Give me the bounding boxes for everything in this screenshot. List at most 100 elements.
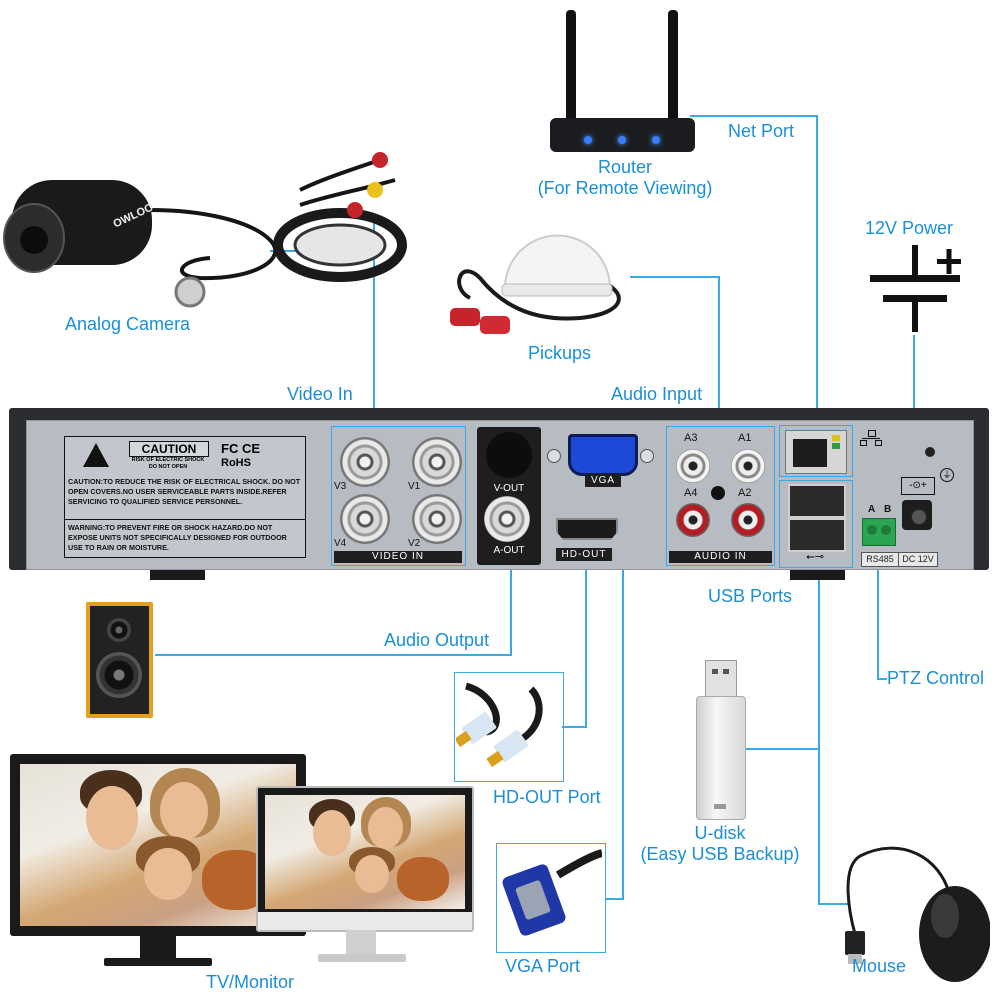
network-icon-bar xyxy=(862,438,880,439)
router xyxy=(550,10,695,152)
u-disk-connector xyxy=(705,660,737,698)
hdmi-tip-1 xyxy=(456,730,472,748)
u-disk-body xyxy=(696,696,746,820)
vga-tag: VGA xyxy=(585,474,621,487)
label-v2: V2 xyxy=(408,538,421,549)
label-usb-ports: USB Ports xyxy=(708,586,793,606)
analog-camera xyxy=(3,152,407,308)
rs485-terminal xyxy=(862,518,896,546)
label-v3: V3 xyxy=(334,481,347,492)
u-disk-hole-1 xyxy=(712,669,718,674)
line-audio-out-v xyxy=(510,520,512,655)
label-rs485-b: B xyxy=(884,504,892,515)
router-antenna-left xyxy=(566,10,576,122)
label-a-out: A-OUT xyxy=(493,545,525,556)
audio-in-tag: AUDIO IN xyxy=(669,551,772,563)
label-net-port: Net Port xyxy=(728,121,795,141)
label-tv-monitor: TV/Monitor xyxy=(206,972,295,992)
label-u-disk: U-disk (Easy USB Backup) xyxy=(620,823,820,865)
network-icon-left xyxy=(860,440,867,446)
rs485-screw-a xyxy=(867,525,877,535)
pickups-plug-red-2 xyxy=(480,316,510,334)
dc-jack xyxy=(902,500,932,530)
mon-dog xyxy=(397,857,449,901)
video-in-highlight xyxy=(331,426,466,566)
line-video-in xyxy=(373,215,375,426)
plus-icon-v xyxy=(946,249,952,274)
dc-polarity-icon: -⊙+ xyxy=(901,477,935,495)
warning-text: WARNING:TO PREVENT FIRE OR SHOCK HAZARD.… xyxy=(68,523,287,552)
line-mouse-h xyxy=(818,903,848,905)
network-icon xyxy=(860,430,882,446)
power-symbol xyxy=(870,245,961,332)
rca-yellow-plug xyxy=(367,182,383,198)
rs485-screw-b xyxy=(881,525,891,535)
bnc-port-v3 xyxy=(340,437,390,487)
label-router: Router (For Remote Viewing) xyxy=(520,157,730,199)
router-led-1 xyxy=(584,136,592,144)
power-lead-top xyxy=(912,245,918,275)
ethernet-socket xyxy=(793,439,827,467)
video-in-tag: VIDEO IN xyxy=(334,551,462,563)
rca-red-plug xyxy=(372,152,388,168)
label-power: 12V Power xyxy=(865,218,954,238)
label-vga-port: VGA Port xyxy=(505,956,581,976)
network-icon-right xyxy=(875,440,882,446)
hd-out-port xyxy=(556,518,618,540)
monitor-small xyxy=(256,786,474,932)
hdmi-cable xyxy=(456,682,543,768)
label-rs485-a: A xyxy=(868,504,876,515)
pickups-cable xyxy=(457,269,621,321)
line-net-v xyxy=(816,115,818,425)
line-net-h xyxy=(690,115,818,117)
label-audio-input: Audio Input xyxy=(611,384,703,404)
line-hd-v xyxy=(585,560,587,728)
vga-cable xyxy=(502,849,602,936)
monitor-stand-base xyxy=(318,954,406,962)
tv-child-face xyxy=(144,848,192,900)
certification-marks: FC CE xyxy=(221,441,260,456)
panel-screw xyxy=(925,447,935,457)
bnc-port-v4 xyxy=(340,494,390,544)
tv-stand-base xyxy=(104,958,212,966)
label-a4: A4 xyxy=(684,487,698,499)
label-u-disk-line1: U-disk xyxy=(694,823,746,843)
usb-port-1 xyxy=(788,484,846,518)
monitor-screen-image xyxy=(265,795,465,909)
line-usb-h xyxy=(745,748,820,750)
speaker-tweeter xyxy=(107,618,131,642)
line-audio-out-h xyxy=(155,654,512,656)
usb-symbol-icon: ⭠⊸ xyxy=(805,551,825,563)
hdmi-tip-2 xyxy=(486,750,504,768)
usb-port-2 xyxy=(788,518,846,552)
pickups-plug-red xyxy=(450,308,480,326)
bnc-port-v1 xyxy=(412,437,462,487)
warning-triangle-icon xyxy=(83,443,109,467)
dc-jack-pin xyxy=(910,508,928,526)
caution-sub2: DO NOT OPEN xyxy=(148,464,188,470)
label-analog-camera: Analog Camera xyxy=(65,314,191,334)
power-plate-long xyxy=(870,275,960,282)
rs485-tag: RS485 xyxy=(861,552,899,567)
label-a2: A2 xyxy=(738,487,752,499)
label-a3: A3 xyxy=(684,432,698,444)
ethernet-led-yellow xyxy=(832,435,840,441)
camera-cable xyxy=(149,158,396,281)
label-hd-out-port: HD-OUT Port xyxy=(493,787,601,807)
ground-icon: ⏚ xyxy=(940,468,954,482)
vga-cable-cord xyxy=(555,849,602,879)
network-icon-top xyxy=(868,430,876,437)
bnc-port-v2 xyxy=(412,494,462,544)
label-router-line1: Router xyxy=(597,157,653,177)
rohs-mark: RoHS xyxy=(221,457,251,469)
vga-plug-pins xyxy=(515,880,551,920)
label-router-line2: (For Remote Viewing) xyxy=(537,178,713,198)
vga-port-screw-right xyxy=(640,449,654,463)
line-pickups-h xyxy=(630,276,720,278)
rca-port-a1 xyxy=(731,449,765,483)
label-u-disk-line2: (Easy USB Backup) xyxy=(640,844,800,864)
vga-cable-box xyxy=(496,843,606,953)
tv-screen-image xyxy=(20,764,296,926)
label-a1: A1 xyxy=(738,432,752,444)
line-vga-v xyxy=(622,490,624,900)
